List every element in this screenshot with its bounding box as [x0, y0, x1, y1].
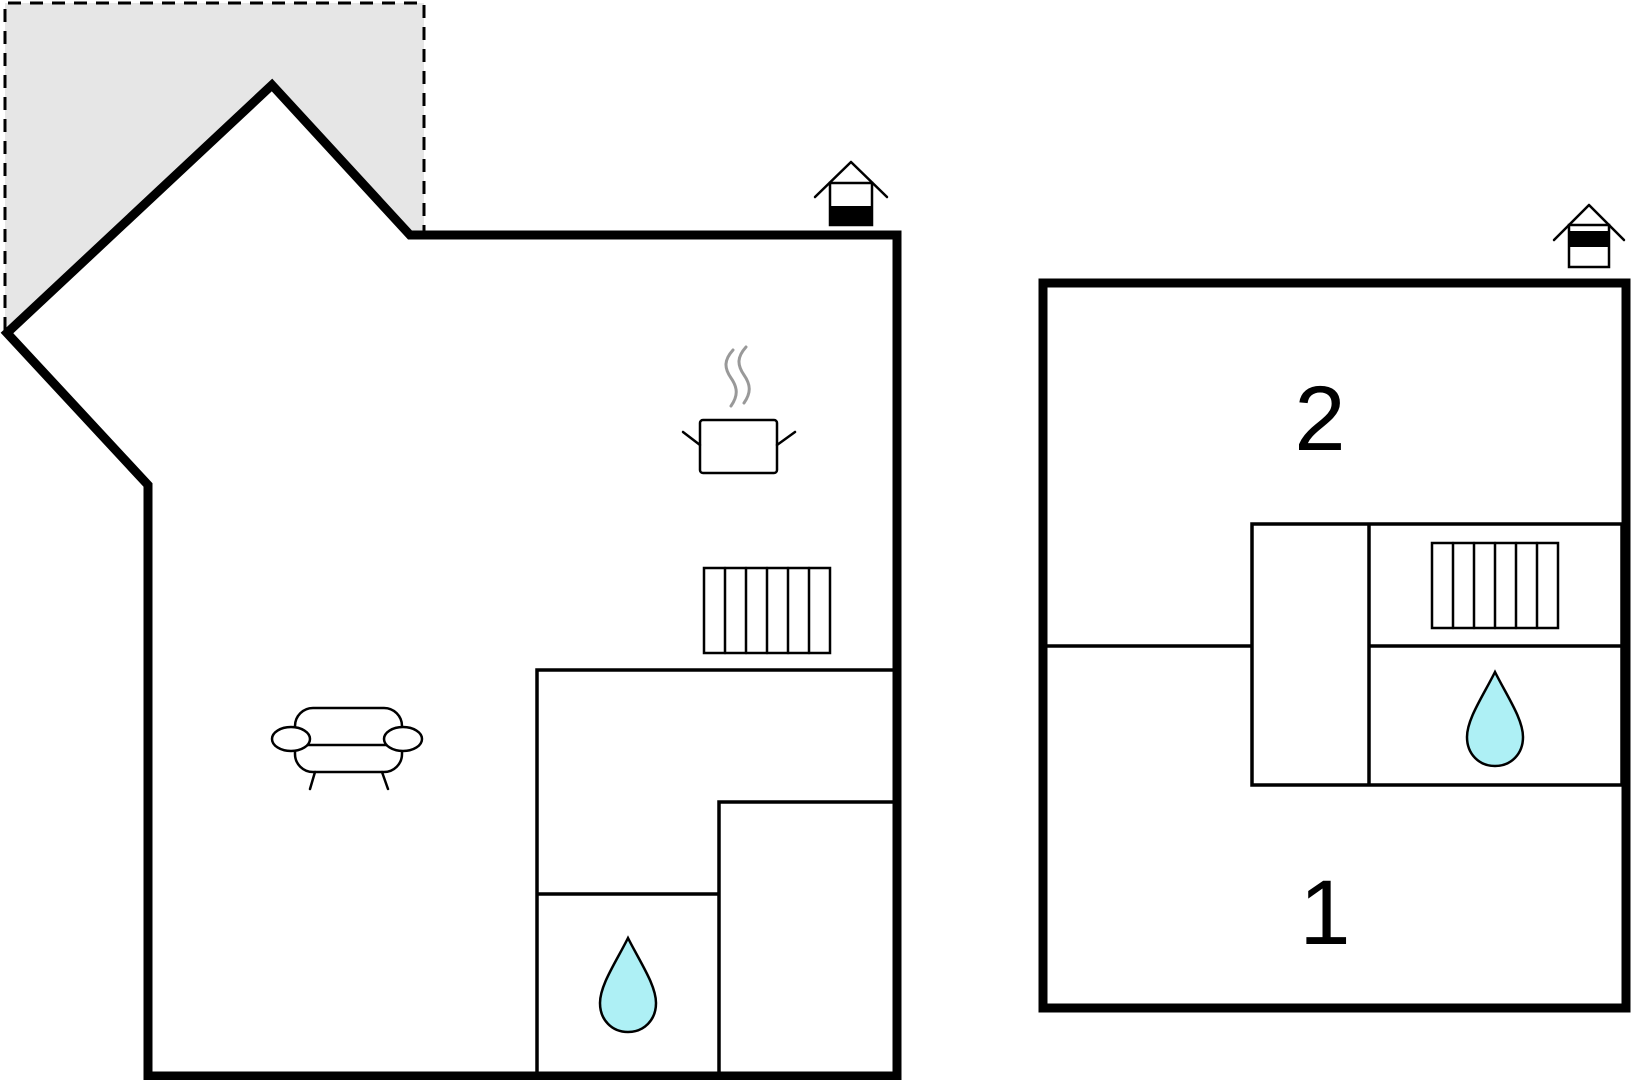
- storage-room-wall: [717, 800, 893, 1076]
- ground-floor-plan: [0, 1, 902, 1080]
- bathroom-block-wall: [535, 668, 893, 1076]
- room-label-bedroom-1: 1: [1299, 862, 1350, 964]
- house-floor-marker-icon: [813, 160, 889, 227]
- water-drop-icon: [598, 935, 658, 1034]
- upper-floor-plan: 2 1: [1038, 203, 1631, 1013]
- ground-floor-outer-wall: [0, 78, 902, 1080]
- room-label-bedroom-2: 2: [1294, 368, 1345, 470]
- radiator-icon: [1430, 541, 1560, 630]
- house-floor-marker-icon: [1552, 203, 1626, 269]
- water-drop-icon: [1465, 669, 1525, 768]
- terrace-outline: [3, 1, 426, 330]
- armchair-icon: [270, 706, 424, 791]
- cooking-pot-icon: [681, 345, 797, 475]
- radiator-icon: [702, 566, 832, 655]
- terrace-area: [5, 3, 424, 330]
- hallway-block-wall: [1250, 522, 1624, 787]
